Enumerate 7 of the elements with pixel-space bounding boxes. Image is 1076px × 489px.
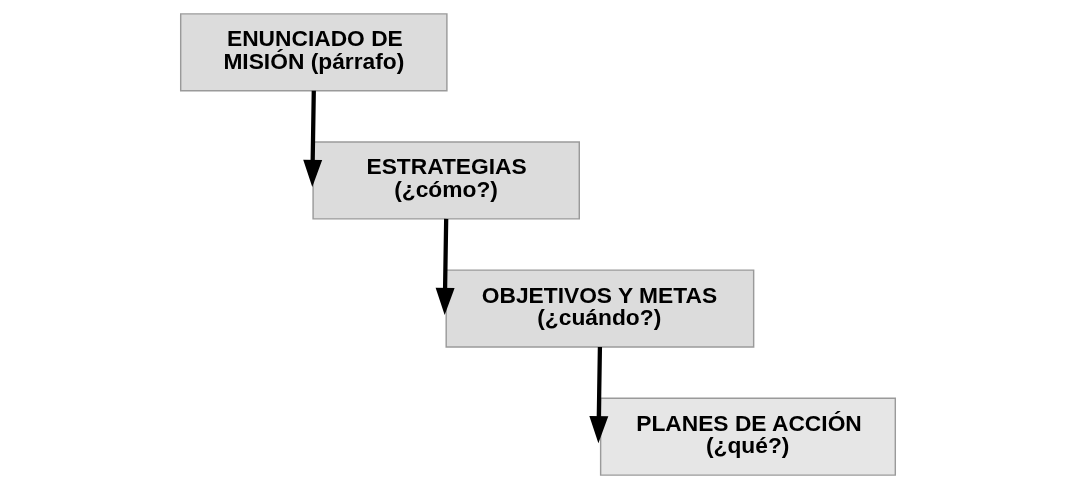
node-box: ENUNCIADO DE MISIÓN (párrafo) <box>180 13 448 92</box>
node-box: OBJETIVOS Y METAS (¿cuándo?) <box>445 269 755 348</box>
node-box: PLANES DE ACCIÓN (¿qué?) <box>599 397 896 476</box>
arrow <box>589 346 609 444</box>
arrow <box>303 90 323 187</box>
arrow <box>435 218 455 316</box>
node-box: ESTRATEGIAS (¿cómo?) <box>312 141 580 220</box>
